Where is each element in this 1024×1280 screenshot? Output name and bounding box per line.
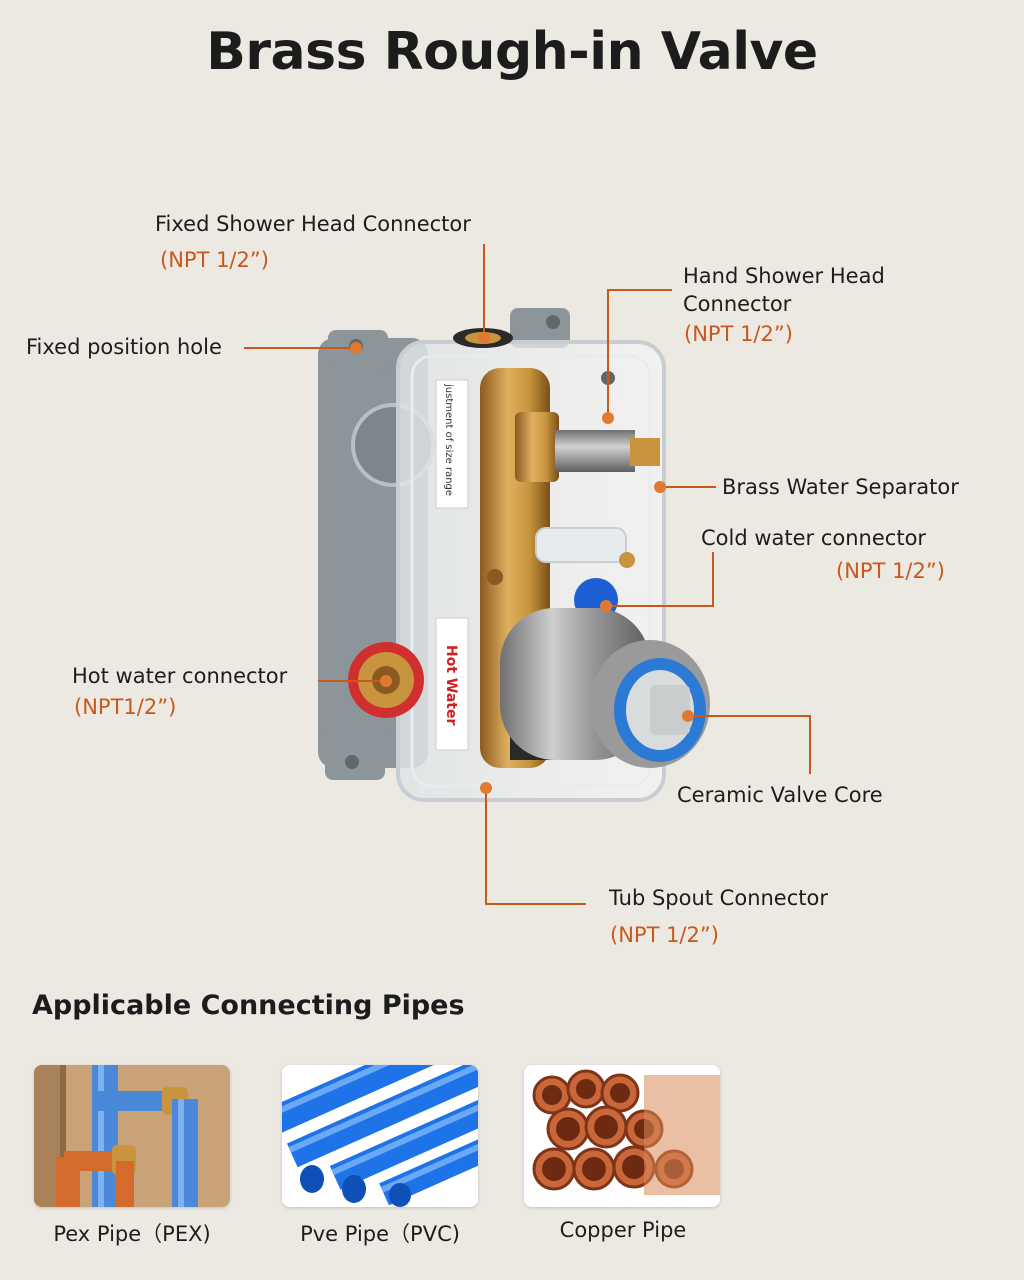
pvc-pipe-caption: Pve Pipe（PVC) xyxy=(300,1222,460,1246)
valve-diagram: justment of size range Hot Water xyxy=(244,244,811,905)
label-hand-shower-head-line1: Hand Shower Head xyxy=(683,264,885,288)
pex-pipe-image xyxy=(34,1065,230,1207)
label-hand-shower-head-line2: Connector xyxy=(683,292,792,316)
pvc-pipe-image xyxy=(282,1065,478,1207)
callout-dots xyxy=(350,332,694,794)
pipes-heading: Applicable Connecting Pipes xyxy=(32,990,465,1021)
label-hot-water: Hot water connector xyxy=(72,664,288,688)
label-fixed-position-hole: Fixed position hole xyxy=(26,335,222,359)
spec-hot-water: (NPT1/2”) xyxy=(74,695,177,719)
label-fixed-shower-head: Fixed Shower Head Connector xyxy=(155,212,471,236)
copper-pipe-caption: Copper Pipe xyxy=(559,1218,687,1242)
callout-leaders xyxy=(244,244,811,905)
label-cold-water: Cold water connector xyxy=(701,526,927,550)
spec-cold-water: (NPT 1/2”) xyxy=(836,559,945,583)
spec-hand-shower-head: (NPT 1/2”) xyxy=(684,322,793,346)
sticker-hot-water: Hot Water xyxy=(443,645,459,725)
page-title: Brass Rough-in Valve xyxy=(206,22,818,82)
pex-pipe-caption: Pex Pipe（PEX) xyxy=(53,1222,211,1246)
sticker-size-range: justment of size range xyxy=(443,383,454,496)
label-tub-spout: Tub Spout Connector xyxy=(609,886,828,910)
copper-pipe-image xyxy=(524,1065,720,1207)
label-brass-water-separator: Brass Water Separator xyxy=(722,475,959,499)
spec-fixed-shower-head: (NPT 1/2”) xyxy=(160,248,269,272)
brass-valve-body xyxy=(348,328,710,768)
spec-tub-spout: (NPT 1/2”) xyxy=(610,923,719,947)
label-ceramic-valve-core: Ceramic Valve Core xyxy=(677,783,883,807)
